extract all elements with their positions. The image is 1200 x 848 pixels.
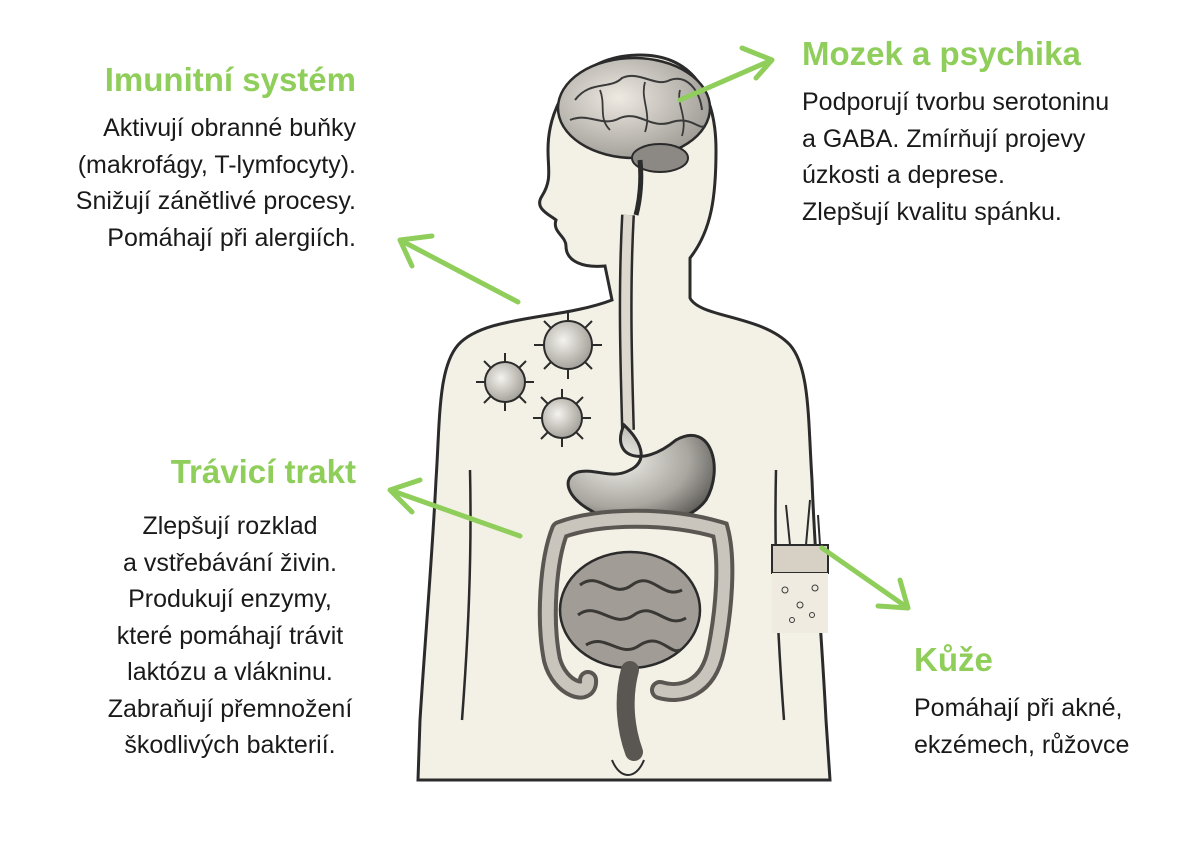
digestive-text-line: a vstřebávání živin. xyxy=(123,548,337,577)
digestive-text-line: laktózu a vlákninu. xyxy=(127,658,333,686)
brain-icon xyxy=(556,56,712,216)
immune-text-line: Snižují zánětlivé procesy. xyxy=(75,187,356,215)
skin-section: Kůže Pomáhají při akné, ekzémech, růžovc… xyxy=(914,640,1129,763)
digestive-section: Zlepšují rozklad a vstřebávání živin. Pr… xyxy=(20,508,440,764)
brain-title: Mozek a psychika xyxy=(802,35,1081,72)
immune-text-line: Pomáhají při alergiích. xyxy=(107,223,356,252)
brain-text-line: Podporují tvorbu serotoninu xyxy=(802,88,1110,116)
immune-section: Imunitní systém Aktivují obranné buňky (… xyxy=(0,60,356,256)
skin-text-line: Pomáhají při akné, xyxy=(914,694,1123,722)
virus-icon xyxy=(476,311,602,447)
brain-text-line: a GABA. Zmírňují projevy xyxy=(802,124,1086,153)
arrow-icon xyxy=(819,545,911,611)
immune-title: Imunitní systém xyxy=(104,61,356,98)
digestive-title: Trávicí trakt xyxy=(170,453,356,490)
arrow-icon xyxy=(387,477,523,539)
arrow-icon xyxy=(677,45,775,103)
immune-text-line: Aktivují obranné buňky xyxy=(103,114,356,142)
digestive-text-line: Zabraňují přemnožení xyxy=(107,694,353,723)
skin-title: Kůže xyxy=(914,641,993,678)
brain-text-line: Zlepšují kvalitu spánku. xyxy=(802,197,1062,226)
digestive-text-line: škodlivých bakterií. xyxy=(124,731,336,759)
skin-layer-icon xyxy=(771,499,829,633)
digestive-text-line: Produkují enzymy, xyxy=(128,585,332,613)
arrow-icon xyxy=(397,233,521,305)
intestines-icon xyxy=(537,508,735,761)
digestive-text-line: Zlepšují rozklad xyxy=(142,512,318,540)
digestive-text-line: které pomáhají trávit xyxy=(116,621,344,650)
skin-text-line: ekzémech, růžovce xyxy=(914,730,1130,759)
brain-section: Mozek a psychika Podporují tvorbu seroto… xyxy=(802,34,1109,230)
digestive-title-block: Trávicí trakt xyxy=(0,452,356,492)
brain-text-line: úzkosti a deprese. xyxy=(802,161,1005,189)
immune-text-line: (makrofágy, T-lymfocyty). xyxy=(77,150,356,179)
